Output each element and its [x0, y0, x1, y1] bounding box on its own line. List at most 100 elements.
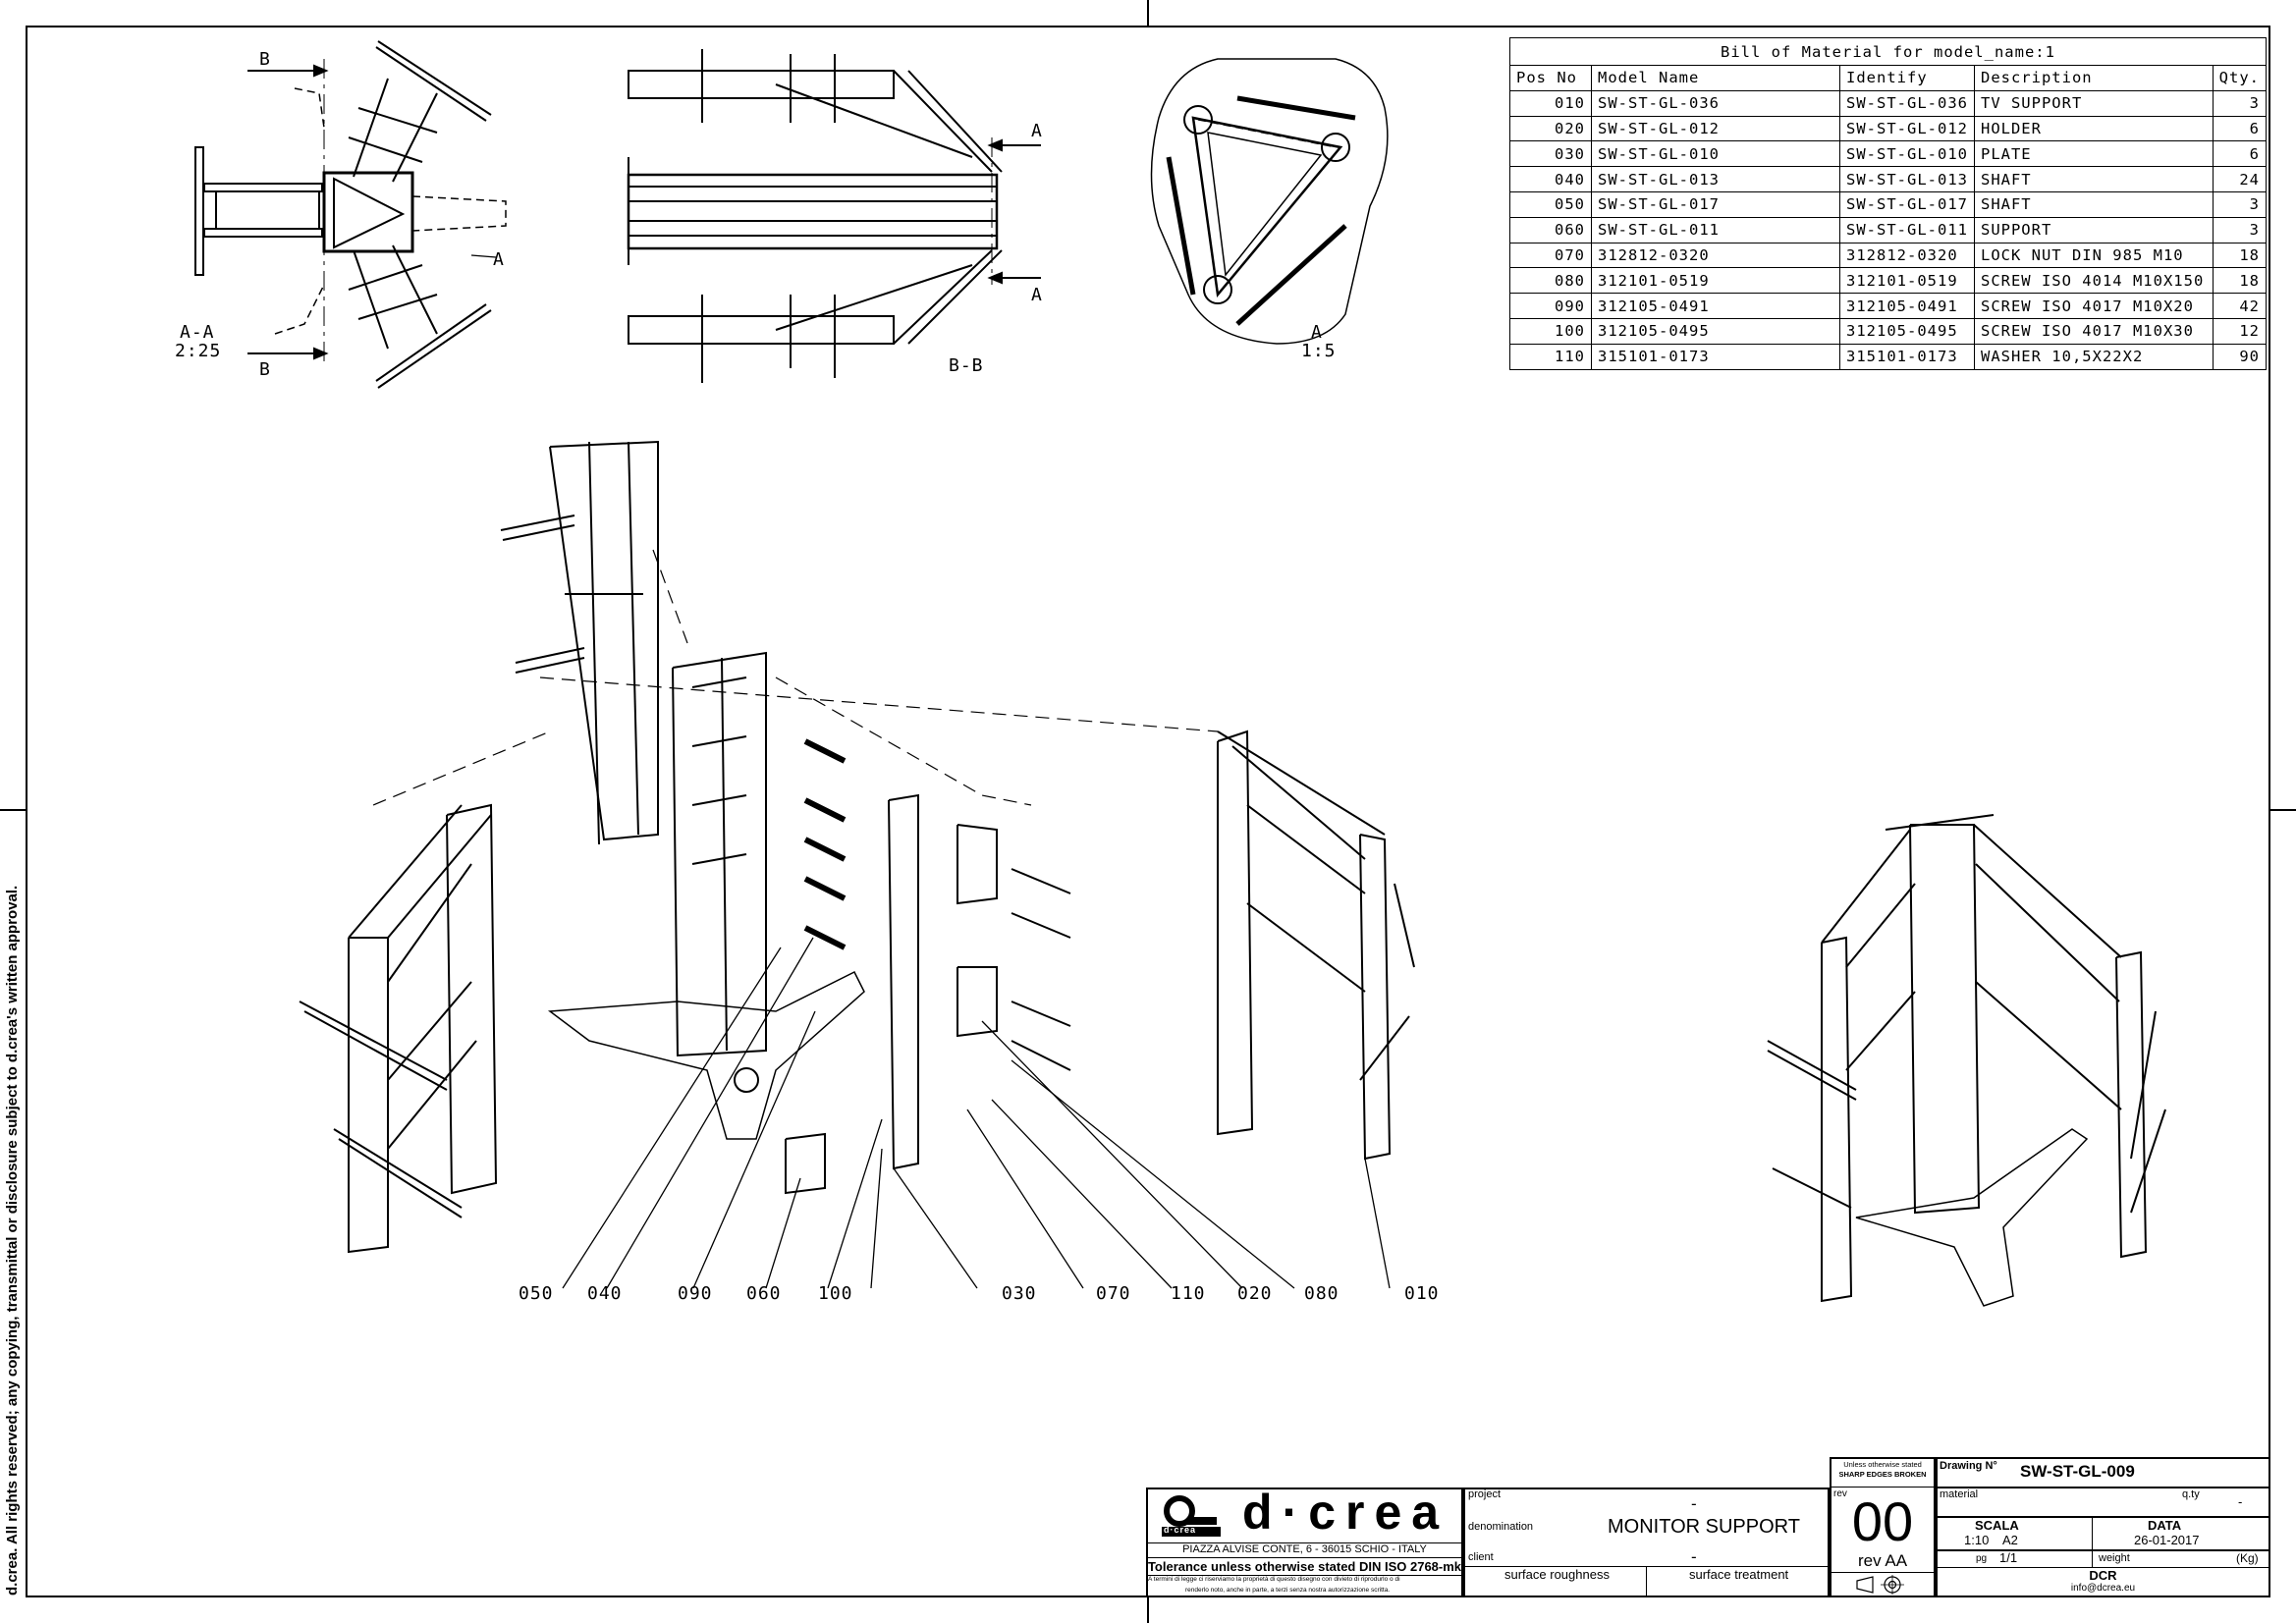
bom-description: SCREW ISO 4017 M10X20	[1973, 293, 2214, 319]
bom-header-description: Description	[1973, 65, 2214, 91]
bom-qty: 18	[2212, 242, 2268, 269]
bom-model: SW-ST-GL-013	[1591, 166, 1840, 192]
view-aa-cut-top: B	[259, 49, 271, 70]
bom-model: 312105-0495	[1591, 317, 1840, 345]
legal-text-1: A termini di legge ci riserviamo la prop…	[1148, 1576, 1400, 1583]
project-label: project	[1468, 1488, 1502, 1500]
bom-header-qty: Qty.	[2212, 65, 2268, 91]
material-label: material	[1940, 1488, 1979, 1500]
balloon-110: 110	[1171, 1283, 1206, 1304]
rev-aa: rev AA	[1857, 1551, 1908, 1570]
project-value: -	[1691, 1494, 1697, 1513]
balloon-070: 070	[1096, 1283, 1131, 1304]
balloon-040: 040	[587, 1283, 623, 1304]
surface-treatment-label: surface treatment	[1689, 1567, 1789, 1582]
view-aa-title: A-A	[180, 322, 215, 343]
bom-pos: 070	[1509, 242, 1592, 269]
view-aa-scale: 2:25	[175, 341, 222, 361]
qty-label: q.ty	[2182, 1488, 2200, 1500]
detail-a-scale: 1:5	[1301, 341, 1337, 361]
client-value: -	[1691, 1547, 1697, 1566]
author: DCR	[2089, 1568, 2117, 1583]
bom-description: SHAFT	[1973, 166, 2214, 192]
edges-note-cell	[1830, 1457, 1936, 1488]
bom-description: SHAFT	[1973, 190, 2214, 218]
view-bb-cut-bottom: A	[1031, 285, 1043, 305]
zone-tick-right	[2270, 809, 2296, 811]
legal-row	[1146, 1575, 1463, 1597]
bom-pos: 030	[1509, 140, 1592, 168]
legal-text-2: renderlo noto, anche in parte, a terzi s…	[1185, 1587, 1391, 1594]
exploded-central-column	[547, 651, 865, 1140]
bom-qty: 3	[2212, 89, 2268, 117]
balloon-020: 020	[1237, 1283, 1273, 1304]
surface-treatment-cell	[1646, 1566, 1830, 1597]
exploded-small-parts	[775, 676, 1071, 1195]
bom-identify: SW-ST-GL-013	[1839, 166, 1975, 192]
bom-qty: 3	[2212, 216, 2268, 243]
bom-qty: 12	[2212, 317, 2268, 345]
bom-description: SUPPORT	[1973, 216, 2214, 243]
bill-of-material-table: Bill of Material for model_name:1 Pos No…	[1509, 37, 2268, 370]
bom-model: 312105-0491	[1591, 293, 1840, 319]
date-value: 26-01-2017	[2134, 1533, 2200, 1547]
bom-identify: SW-ST-GL-036	[1839, 89, 1975, 117]
logo-mark-text: d·crea	[1164, 1525, 1197, 1535]
weight-unit: (Kg)	[2236, 1551, 2259, 1565]
bom-model: SW-ST-GL-036	[1591, 89, 1840, 117]
zone-tick-bottom	[1147, 1597, 1149, 1623]
bom-model: SW-ST-GL-012	[1591, 115, 1840, 142]
page-value: 1/1	[1999, 1550, 2018, 1565]
bom-identify: 312105-0495	[1839, 317, 1975, 345]
bom-pos: 100	[1509, 317, 1592, 345]
bom-identify: SW-ST-GL-012	[1839, 115, 1975, 142]
tolerance-note: Tolerance unless otherwise stated DIN IS…	[1147, 1559, 1462, 1574]
section-bb-view	[627, 49, 1041, 383]
balloon-080: 080	[1304, 1283, 1339, 1304]
page-cell	[1936, 1550, 2093, 1568]
weight-label: weight	[2099, 1552, 2130, 1564]
view-aa-cut-bottom: B	[259, 359, 271, 380]
bom-description: WASHER 10,5X22X2	[1973, 343, 2214, 370]
drawing-number-value: SW-ST-GL-009	[2020, 1462, 2135, 1481]
bom-header-identify: Identify	[1839, 65, 1975, 91]
bom-description: TV SUPPORT	[1973, 89, 2214, 117]
detail-a-view	[1150, 58, 1389, 345]
bom-qty: 42	[2212, 293, 2268, 319]
bom-pos: 060	[1509, 216, 1592, 243]
projection-cell	[1830, 1572, 1936, 1597]
view-bb-title: B-B	[949, 355, 984, 376]
company-address: PIAZZA ALVISE CONTE, 6 - 36015 SCHIO - I…	[1182, 1543, 1427, 1555]
exploded-frame-left	[299, 803, 498, 1254]
view-aa-callout: A	[493, 249, 505, 270]
exploded-frame-right	[372, 549, 1415, 1161]
bom-description: SCREW ISO 4017 M10X30	[1973, 317, 2214, 345]
edges-note-2: SHARP EDGES BROKEN	[1838, 1470, 1927, 1479]
bom-identify: SW-ST-GL-010	[1839, 140, 1975, 168]
rev-label: rev	[1833, 1488, 1847, 1499]
section-aa-view	[194, 40, 507, 389]
balloon-100: 100	[818, 1283, 853, 1304]
zone-tick-left	[0, 809, 26, 811]
bom-pos: 020	[1509, 115, 1592, 142]
bom-description: PLATE	[1973, 140, 2214, 168]
bom-pos: 040	[1509, 166, 1592, 192]
bom-identify: SW-ST-GL-017	[1839, 190, 1975, 218]
bom-model: 312812-0320	[1591, 242, 1840, 269]
company-logo: d·crea d·crea	[1156, 1485, 1455, 1540]
bom-model: 315101-0173	[1591, 343, 1840, 370]
bom-qty: 18	[2212, 267, 2268, 295]
rev-value: 00	[1851, 1490, 1914, 1552]
logo-mark-icon	[1162, 1495, 1221, 1537]
bom-description: SCREW ISO 4014 M10X150	[1973, 267, 2214, 295]
projection-symbol-icon	[1856, 1575, 1904, 1595]
bom-header-row: Pos No Model Name Identify Description Q…	[1509, 65, 2268, 91]
